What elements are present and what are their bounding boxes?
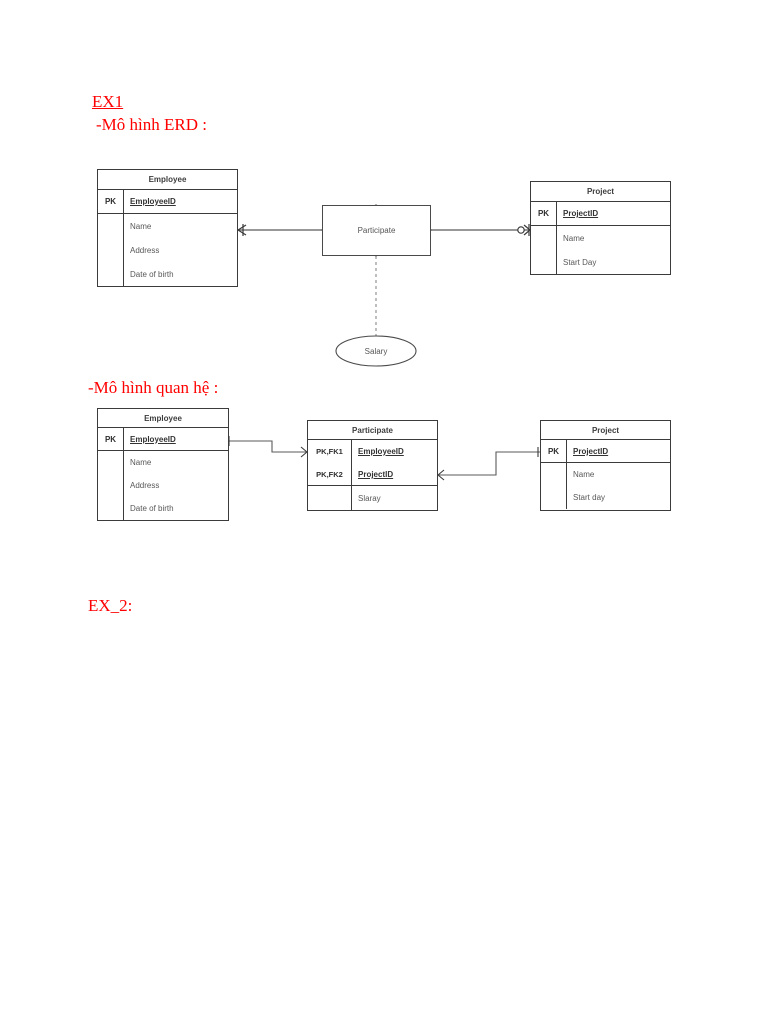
entity-title: Project <box>531 182 670 202</box>
key-spacer <box>531 250 557 274</box>
relational-table-project[interactable]: Project PK ProjectID Name Start day <box>540 420 671 511</box>
field-start-day: Start Day <box>563 257 597 267</box>
erd-relationship-box-participate[interactable] <box>322 205 431 256</box>
field-slaray: Slaray <box>358 493 381 503</box>
key-spacer <box>541 486 567 509</box>
pk-fk2-field-name: ProjectID <box>358 470 394 479</box>
pk-fk1-marker: PK,FK1 <box>308 440 352 463</box>
table-title: Participate <box>308 421 437 440</box>
field-address: Address <box>130 481 160 490</box>
heading-ex1: EX1 <box>92 92 124 111</box>
entity-title: Employee <box>98 170 237 190</box>
field-name: Name <box>130 458 152 467</box>
field-date-of-birth: Date of birth <box>130 269 174 279</box>
heading-ex2: EX_2: <box>88 596 133 615</box>
heading-relational-model: -Mô hình quan hệ : <box>88 378 219 397</box>
pk-field-name: ProjectID <box>563 209 599 218</box>
field-address: Address <box>130 245 160 255</box>
key-spacer <box>98 497 124 520</box>
heading-erd-model: -Mô hình ERD : <box>96 115 207 134</box>
field-date-of-birth: Date of birth <box>130 504 174 513</box>
relational-table-employee[interactable]: Employee PK EmployeeID Name Address Date… <box>97 408 229 521</box>
key-spacer <box>98 474 124 497</box>
field-name: Name <box>563 233 585 243</box>
field-name: Name <box>130 221 152 231</box>
key-spacer <box>541 463 567 486</box>
relational-table-participate[interactable]: Participate PK,FK1 EmployeeID PK,FK2 Pro… <box>307 420 438 511</box>
pk-marker: PK <box>541 440 567 462</box>
pk-fk2-marker: PK,FK2 <box>308 463 352 486</box>
table-title: Project <box>541 421 670 440</box>
key-spacer <box>98 451 124 474</box>
key-spacer <box>531 226 557 250</box>
erd-entity-employee[interactable]: Employee PK EmployeeID Name Address Date… <box>97 169 238 287</box>
pk-field-name: ProjectID <box>573 446 609 456</box>
key-spacer <box>98 262 124 286</box>
erd-attribute-salary: Salary <box>364 347 388 356</box>
pk-fk1-field-name: EmployeeID <box>358 447 404 456</box>
key-spacer <box>308 486 352 510</box>
pk-marker: PK <box>98 428 124 450</box>
table-title: Employee <box>98 409 228 428</box>
field-name: Name <box>573 470 595 479</box>
field-start-day: Start day <box>573 493 606 502</box>
pk-marker: PK <box>531 202 557 225</box>
pk-field-name: EmployeeID <box>130 434 176 444</box>
erd-relationship-label: Participate <box>357 226 396 235</box>
key-spacer <box>98 238 124 262</box>
pk-field-name: EmployeeID <box>130 197 176 206</box>
key-spacer <box>98 214 124 238</box>
erd-entity-project[interactable]: Project PK ProjectID Name Start Day <box>530 181 671 275</box>
pk-marker: PK <box>98 190 124 213</box>
